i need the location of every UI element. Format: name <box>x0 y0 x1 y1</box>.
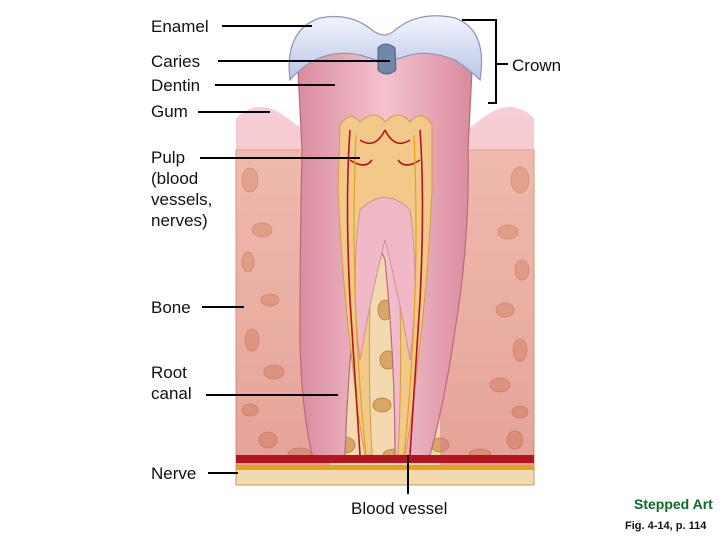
label-crown: Crown <box>512 56 562 75</box>
label-root-canal: Root canal <box>151 363 192 403</box>
label-dentin: Dentin <box>151 76 201 95</box>
base-nerve <box>236 465 534 470</box>
label-caries: Caries <box>151 52 201 71</box>
leader-lines <box>198 19 508 494</box>
pulp-vessels <box>346 129 424 456</box>
figure-reference: Fig. 4-14, p. 114 <box>625 520 707 532</box>
credit-stepped-art: Stepped Art <box>634 496 713 512</box>
pulp-nerves <box>353 134 417 456</box>
label-gum: Gum <box>151 102 188 121</box>
label-pulp: Pulp (blood vessels, nerves) <box>151 148 213 230</box>
label-bone: Bone <box>151 298 191 317</box>
caries-spot <box>377 43 397 75</box>
label-nerve: Nerve <box>151 464 197 483</box>
pulp-chamber <box>337 114 433 456</box>
base-vessel <box>236 455 534 463</box>
label-enamel: Enamel <box>151 17 209 36</box>
label-blood-vessel: Blood vessel <box>351 499 448 518</box>
